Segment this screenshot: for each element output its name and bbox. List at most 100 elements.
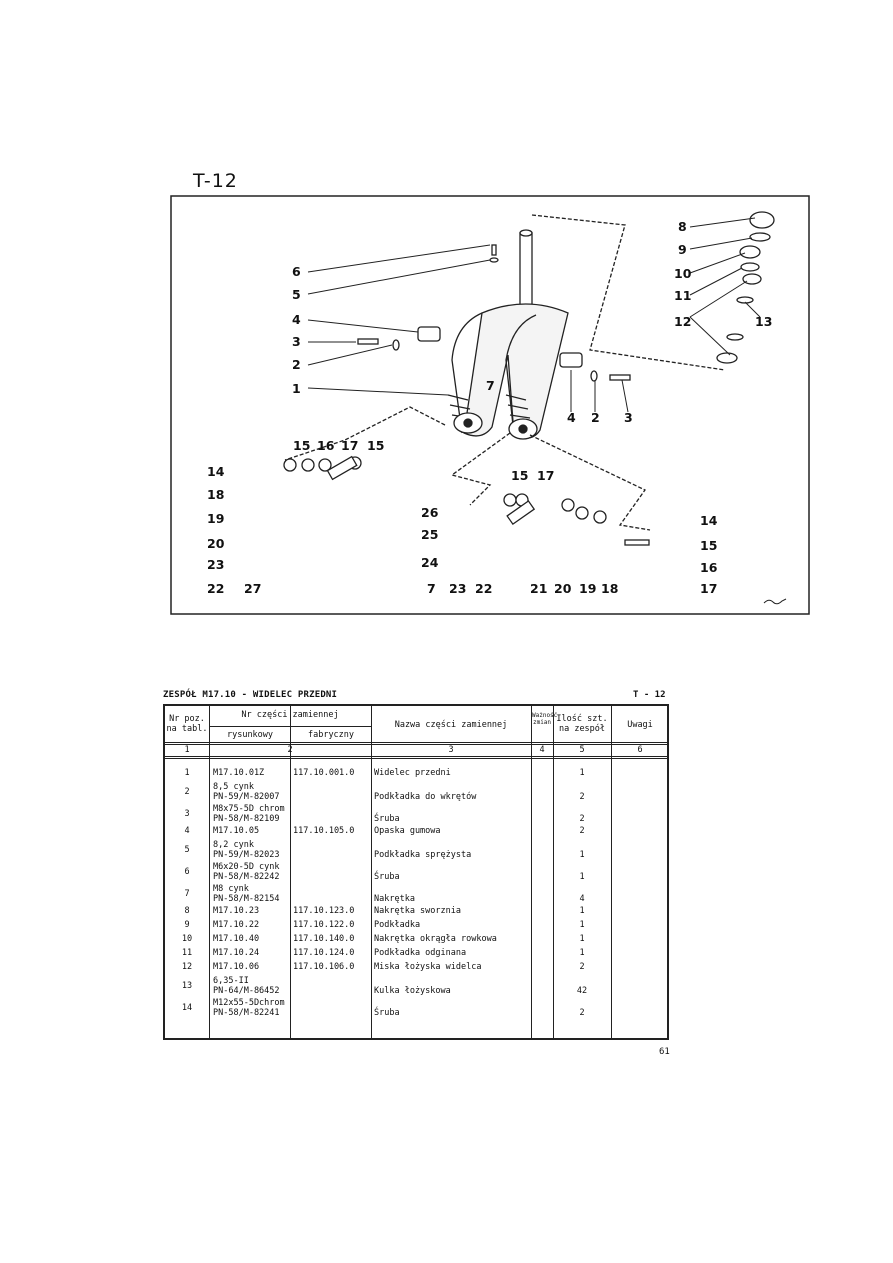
row-qty: 1 [579,948,585,958]
svg-text:15: 15 [511,468,528,483]
svg-text:20: 20 [207,536,225,551]
row-factory-no: 117.10.124.0 [293,948,355,958]
svg-text:14: 14 [700,513,718,528]
row-pos: 1 [184,768,190,778]
svg-text:16: 16 [317,438,335,453]
row-drawing-no: M8x75-5D chrom [213,804,285,814]
col-number: 5 [579,745,585,755]
row-part-name: Nakrętka okrągła rowkowa [374,934,497,944]
callout-labels-topright: 8 9 10 11 12 13 [674,219,772,329]
svg-text:3: 3 [624,410,633,425]
svg-text:6: 6 [292,264,301,279]
row-drawing-no: 6,35-II [213,976,249,986]
row-part-name: Opaska gumowa [374,826,441,836]
row-drawing-no: M17.10.40 [213,934,260,944]
row-part-name: Podkładka do wkrętów [374,792,477,802]
table-title: ZESPÓŁ M17.10 - WIDELEC PRZEDNI [163,690,338,700]
svg-text:11: 11 [674,288,691,303]
row-part-name: Nakrętka [374,894,415,904]
fork-drawing [284,214,726,531]
row-drawing-no: M17.10.22 [213,920,260,930]
row-pos: 11 [181,948,193,958]
row-qty: 2 [579,1008,585,1018]
row-qty: 42 [576,986,588,996]
row-part-name: Widelec przedni [374,768,451,778]
col-number: 6 [637,745,643,755]
header-drawing: rysunkowy [226,730,274,740]
row-pos: 9 [184,920,190,930]
parts-table: Nr poz. na tabl. Nr części zamiennej rys… [163,704,669,1040]
svg-text:27: 27 [244,581,261,596]
row-qty: 4 [579,894,585,904]
svg-text:18: 18 [601,581,618,596]
svg-text:17: 17 [537,468,554,483]
svg-text:15: 15 [293,438,310,453]
col-number: 2 [287,745,293,755]
small-parts [283,211,775,546]
svg-text:24: 24 [421,555,439,570]
row-part-name: Miska łożyska widelca [374,962,482,972]
header-name: Nazwa części zamiennej [394,720,508,730]
row-factory-no: 117.10.140.0 [293,934,355,944]
svg-text:14: 14 [207,464,225,479]
svg-text:19: 19 [207,511,224,526]
row-part-name: Podkładka [374,920,421,930]
row-pos: 2 [184,787,190,797]
row-factory-no: 117.10.001.0 [293,768,355,778]
leader-lines [307,217,761,413]
svg-text:17: 17 [700,581,717,596]
row-qty: 1 [579,850,585,860]
col-number: 1 [184,745,190,755]
figure-title: T-12 [193,170,238,192]
svg-text:3: 3 [292,334,301,349]
row-factory-no: 117.10.123.0 [293,906,355,916]
svg-text:7: 7 [486,378,495,393]
svg-text:7: 7 [427,581,436,596]
row-drawing-no: M17.10.23 [213,906,260,916]
row-drawing-no: M17.10.06 [213,962,260,972]
svg-text:5: 5 [292,287,301,302]
callout-labels-left: 6 5 4 3 2 1 7 [292,264,495,396]
row-drawing-no: 8,2 cynk [213,840,254,850]
row-pos: 7 [184,889,190,899]
svg-text:21: 21 [530,581,547,596]
svg-text:10: 10 [674,266,692,281]
svg-text:15: 15 [367,438,384,453]
row-factory-no: 117.10.122.0 [293,920,355,930]
row-drawing-no: PN-58/M-82109 [213,814,280,824]
callout-labels-midbottom: 4 2 3 [567,410,633,425]
svg-text:4: 4 [567,410,576,425]
svg-text:19: 19 [579,581,596,596]
row-drawing-no: PN-59/M-82023 [213,850,280,860]
header-validity: Ważność zmian [532,712,558,726]
row-drawing-no: M17.10.24 [213,948,260,958]
svg-text:4: 4 [292,312,301,327]
row-qty: 2 [579,826,585,836]
svg-text:16: 16 [700,560,718,575]
row-drawing-no: PN-64/M-86452 [213,986,280,996]
row-drawing-no: PN-58/M-82242 [213,872,280,882]
svg-text:9: 9 [678,242,687,257]
svg-text:22: 22 [475,581,492,596]
row-drawing-no: M6x20-5D cynk [213,862,280,872]
row-drawing-no: M17.10.01Z [213,768,265,778]
svg-text:2: 2 [591,410,600,425]
svg-text:12: 12 [674,314,691,329]
col-number: 4 [539,745,545,755]
svg-text:25: 25 [421,527,438,542]
row-qty: 2 [579,814,585,824]
svg-text:23: 23 [207,557,224,572]
row-factory-no: 117.10.105.0 [293,826,355,836]
header-qty: Ilość szt. na zespół [556,714,608,734]
row-part-name: Nakrętka sworznia [374,906,461,916]
row-pos: 14 [181,1003,193,1013]
svg-text:18: 18 [207,487,224,502]
row-qty: 1 [579,920,585,930]
row-drawing-no: 8,5 cynk [213,782,254,792]
row-part-name: Śruba [374,872,400,882]
draftsman-signature-mark [763,598,787,605]
row-drawing-no: PN-58/M-82241 [213,1008,280,1018]
row-qty: 1 [579,872,585,882]
callout-labels-lower-right: 15 17 14 15 16 17 21 20 19 18 [511,468,718,596]
svg-text:26: 26 [421,505,439,520]
